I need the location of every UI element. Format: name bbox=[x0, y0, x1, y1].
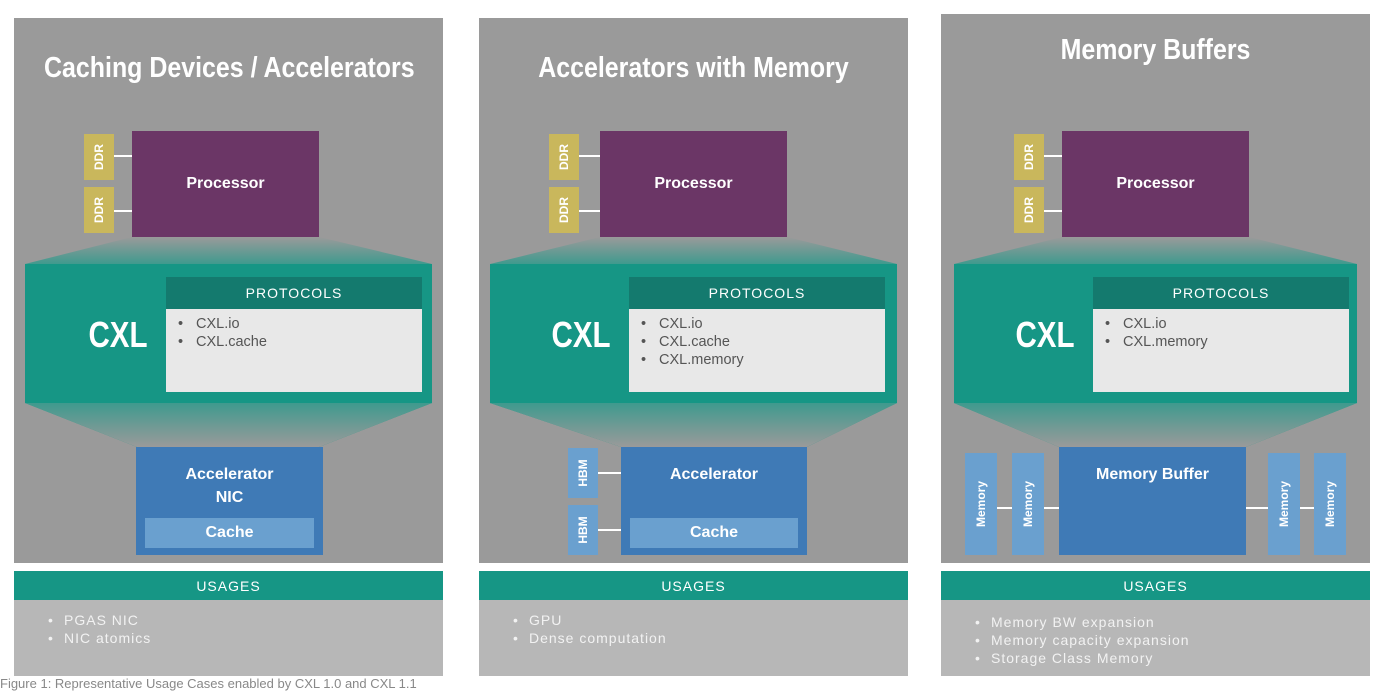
ddr-connector bbox=[579, 210, 600, 212]
memory-module: Memory bbox=[1314, 453, 1346, 555]
memory-label: Memory bbox=[1277, 480, 1291, 528]
protocol-item: CXL.memory bbox=[1105, 333, 1349, 351]
panel-title: Accelerators with Memory bbox=[538, 52, 849, 84]
usages-header: USAGES bbox=[479, 571, 908, 600]
memory-label: Memory bbox=[1323, 480, 1337, 528]
ddr-module: DDR bbox=[1014, 134, 1044, 180]
panel-title: Caching Devices / Accelerators bbox=[44, 52, 415, 84]
hbm-label: HBM bbox=[576, 459, 590, 487]
cxl-label: CXL bbox=[1015, 314, 1075, 355]
ddr-module: DDR bbox=[549, 187, 579, 233]
processor-block: Processor bbox=[600, 131, 787, 237]
protocol-item: CXL.cache bbox=[641, 333, 885, 351]
ddr-module: DDR bbox=[84, 134, 114, 180]
protocols-list: CXL.io CXL.cache CXL.memory bbox=[629, 309, 885, 392]
protocol-item: CXL.memory bbox=[641, 351, 885, 369]
memory-module: Memory bbox=[1268, 453, 1300, 555]
protocols-header: PROTOCOLS bbox=[629, 277, 885, 309]
usage-item: PGAS NIC bbox=[48, 611, 443, 629]
protocols-header: PROTOCOLS bbox=[1093, 277, 1349, 309]
usages-list: Memory BW expansion Memory capacity expa… bbox=[941, 600, 1370, 676]
usage-item: Storage Class Memory bbox=[975, 649, 1370, 667]
memory-module: Memory bbox=[1012, 453, 1044, 555]
ddr-connector bbox=[1044, 210, 1062, 212]
usages-list: PGAS NIC NIC atomics bbox=[14, 600, 443, 676]
memory-label: Memory bbox=[974, 480, 988, 528]
processor-block: Processor bbox=[132, 131, 319, 237]
hbm-module: HBM bbox=[568, 505, 598, 555]
usage-item: Memory BW expansion bbox=[975, 613, 1370, 631]
memory-module: Memory bbox=[965, 453, 997, 555]
device-label: Accelerator NIC bbox=[185, 466, 274, 506]
cxl-label: CXL bbox=[551, 314, 611, 355]
ddr-connector bbox=[114, 155, 132, 157]
cxl-label: CXL bbox=[88, 314, 148, 355]
cache-block: Cache bbox=[630, 518, 798, 548]
cache-block: Cache bbox=[145, 518, 314, 548]
usages-header: USAGES bbox=[14, 571, 443, 600]
ddr-connector bbox=[579, 155, 600, 157]
device-label: Memory Buffer bbox=[1096, 466, 1209, 483]
usage-item: NIC atomics bbox=[48, 629, 443, 647]
ddr-module: DDR bbox=[1014, 187, 1044, 233]
panel-title: Memory Buffers bbox=[1060, 34, 1251, 66]
memory-connector bbox=[997, 507, 1012, 509]
memory-buffer-block: Memory Buffer bbox=[1059, 447, 1246, 555]
usage-item: Dense computation bbox=[513, 629, 908, 647]
usage-item: GPU bbox=[513, 611, 908, 629]
ddr-module: DDR bbox=[549, 134, 579, 180]
panel-caching-devices: Caching Devices / Accelerators DDR DDR P… bbox=[14, 18, 443, 563]
protocol-item: CXL.io bbox=[641, 315, 885, 333]
protocol-item: CXL.io bbox=[1105, 315, 1349, 333]
ddr-connector bbox=[1044, 155, 1062, 157]
hbm-module: HBM bbox=[568, 448, 598, 498]
memory-connector bbox=[1044, 507, 1059, 509]
protocols-header: PROTOCOLS bbox=[166, 277, 422, 309]
memory-connector bbox=[1300, 507, 1314, 509]
processor-block: Processor bbox=[1062, 131, 1249, 237]
panel-memory-buffers: Memory Buffers DDR DDR Processor CXL PRO… bbox=[941, 14, 1370, 563]
hbm-connector bbox=[598, 529, 621, 531]
usages-list: GPU Dense computation bbox=[479, 600, 908, 676]
memory-label: Memory bbox=[1021, 480, 1035, 528]
memory-connector bbox=[1246, 507, 1268, 509]
protocols-list: CXL.io CXL.cache bbox=[166, 309, 422, 392]
protocol-item: CXL.io bbox=[178, 315, 422, 333]
usages-header: USAGES bbox=[941, 571, 1370, 600]
ddr-connector bbox=[114, 210, 132, 212]
ddr-module: DDR bbox=[84, 187, 114, 233]
protocols-list: CXL.io CXL.memory bbox=[1093, 309, 1349, 392]
protocol-item: CXL.cache bbox=[178, 333, 422, 351]
hbm-label: HBM bbox=[576, 516, 590, 544]
hbm-connector bbox=[598, 472, 621, 474]
panel-accelerators-with-memory: Accelerators with Memory DDR DDR Process… bbox=[479, 18, 908, 563]
usage-item: Memory capacity expansion bbox=[975, 631, 1370, 649]
device-label: Accelerator bbox=[669, 466, 759, 483]
